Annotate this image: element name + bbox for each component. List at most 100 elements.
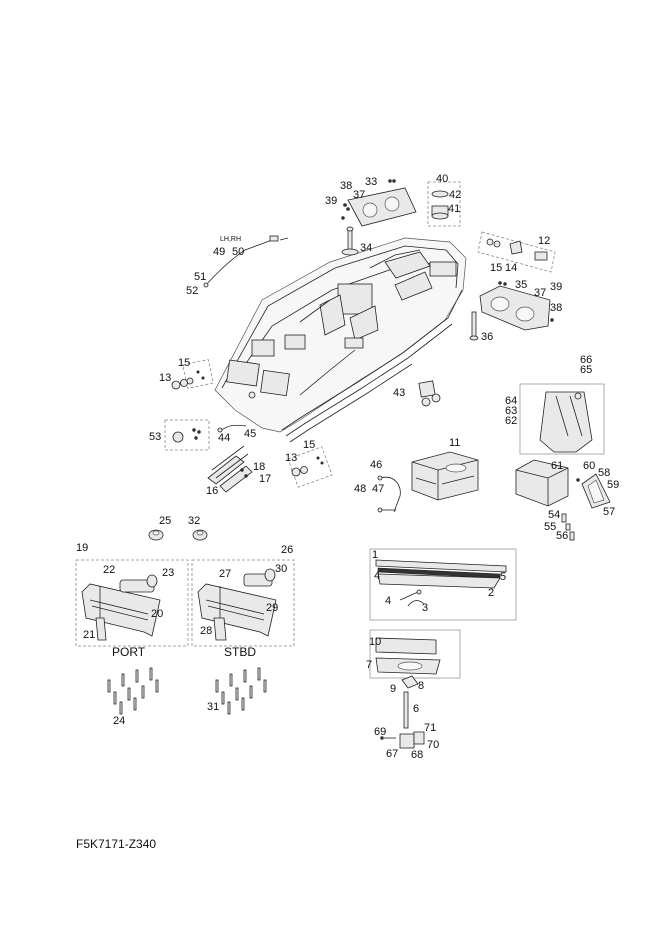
part-66: 66 xyxy=(580,354,592,366)
part-27: 27 xyxy=(219,568,231,580)
part-59: 59 xyxy=(607,479,619,491)
part-67: 67 xyxy=(386,748,398,760)
part-51: 51 xyxy=(194,271,206,283)
part-14: 14 xyxy=(505,262,517,274)
part-62: 62 xyxy=(505,415,517,427)
stbd-label: STBD xyxy=(224,645,256,659)
part-18: 18 xyxy=(253,461,265,473)
port-label: PORT xyxy=(112,645,146,659)
part-37a: 37 xyxy=(353,189,365,201)
rail-46-48 xyxy=(377,475,401,513)
part-34: 34 xyxy=(360,242,372,254)
part-47: 47 xyxy=(372,483,384,495)
part-22: 22 xyxy=(103,564,115,576)
part-52: 52 xyxy=(186,285,198,297)
part-36: 36 xyxy=(481,331,493,343)
part-3: 3 xyxy=(422,602,428,614)
part-17: 17 xyxy=(259,473,271,485)
fitting-53 xyxy=(164,419,210,451)
nut-32 xyxy=(192,529,208,541)
part-58: 58 xyxy=(598,467,610,479)
bolts-31 xyxy=(215,667,267,715)
bolt-set-54-56 xyxy=(561,513,575,541)
hook-44-45 xyxy=(217,424,247,433)
part-15c: 15 xyxy=(303,439,315,451)
part-45: 45 xyxy=(244,428,256,440)
part-13b: 13 xyxy=(285,452,297,464)
rub-rail-box xyxy=(369,548,517,621)
part-57: 57 xyxy=(603,506,615,518)
part-31: 31 xyxy=(207,701,219,713)
part-35: 35 xyxy=(515,279,527,291)
lh-rh-note: LH,RH xyxy=(220,236,241,243)
part-13a: 13 xyxy=(159,372,171,384)
grab-handle-34 xyxy=(341,226,359,256)
part-10: 10 xyxy=(369,636,381,648)
part-54: 54 xyxy=(548,509,560,521)
fitting-43 xyxy=(418,380,441,407)
part-38a: 38 xyxy=(340,180,352,192)
dash-panel-upper xyxy=(341,179,417,227)
part-12: 12 xyxy=(538,235,550,247)
part-23: 23 xyxy=(162,567,174,579)
part-56: 56 xyxy=(556,530,568,542)
bracket-57-60 xyxy=(576,473,611,509)
part-49: 49 xyxy=(213,246,225,258)
part-41: 41 xyxy=(448,203,460,215)
part-69: 69 xyxy=(374,726,386,738)
part-15b: 15 xyxy=(490,262,502,274)
part-6: 6 xyxy=(413,703,419,715)
part-50: 50 xyxy=(232,246,244,258)
part-61: 61 xyxy=(551,460,563,472)
seat-pedestal-61 xyxy=(515,459,569,507)
part-1: 1 xyxy=(372,549,378,561)
part-11: 11 xyxy=(449,437,460,449)
swim-platform-box xyxy=(369,629,461,749)
part-53: 53 xyxy=(149,431,161,443)
part-70: 70 xyxy=(427,739,439,751)
part-number-labels: 1 2 3 4 4 5 6 7 8 9 10 11 12 13 13 14 15… xyxy=(76,173,619,851)
part-24: 24 xyxy=(113,715,125,727)
part-4a: 4 xyxy=(374,570,380,582)
part-46: 46 xyxy=(370,459,382,471)
dash-panel-lower xyxy=(479,281,554,331)
stbd-trim-tab-box xyxy=(191,559,295,647)
part-33: 33 xyxy=(365,176,377,188)
part-28: 28 xyxy=(200,625,212,637)
part-68: 68 xyxy=(411,749,423,761)
part-64: 64 xyxy=(505,395,517,407)
part-42: 42 xyxy=(449,189,461,201)
part-32: 32 xyxy=(188,515,200,527)
part-20: 20 xyxy=(151,608,163,620)
boat-hull xyxy=(214,237,467,443)
drain-plug-set-lower xyxy=(287,446,333,488)
cable-49-50 xyxy=(203,235,289,288)
part-44: 44 xyxy=(218,432,230,444)
switch-panel-12 xyxy=(477,231,556,273)
part-9: 9 xyxy=(390,683,396,695)
part-40: 40 xyxy=(436,173,448,185)
ladder-16 xyxy=(207,445,253,493)
part-15a: 15 xyxy=(178,357,190,369)
grab-handle-36 xyxy=(469,311,479,341)
part-38b: 38 xyxy=(550,302,562,314)
part-25: 25 xyxy=(159,515,171,527)
port-trim-tab-box xyxy=(75,559,189,647)
part-60: 60 xyxy=(583,460,595,472)
part-5: 5 xyxy=(500,571,506,583)
part-26: 26 xyxy=(281,544,293,556)
drain-plug-set-upper xyxy=(171,359,214,390)
part-39a: 39 xyxy=(325,195,337,207)
part-63: 63 xyxy=(505,405,517,417)
part-39b: 39 xyxy=(550,281,562,293)
part-7: 7 xyxy=(366,659,372,671)
part-48: 48 xyxy=(354,483,366,495)
part-19: 19 xyxy=(76,542,88,554)
part-8: 8 xyxy=(418,680,424,692)
part-21: 21 xyxy=(83,629,95,641)
part-29: 29 xyxy=(266,602,278,614)
figure-code: F5K7171-Z340 xyxy=(76,837,156,851)
part-16: 16 xyxy=(206,485,218,497)
part-43: 43 xyxy=(393,387,405,399)
